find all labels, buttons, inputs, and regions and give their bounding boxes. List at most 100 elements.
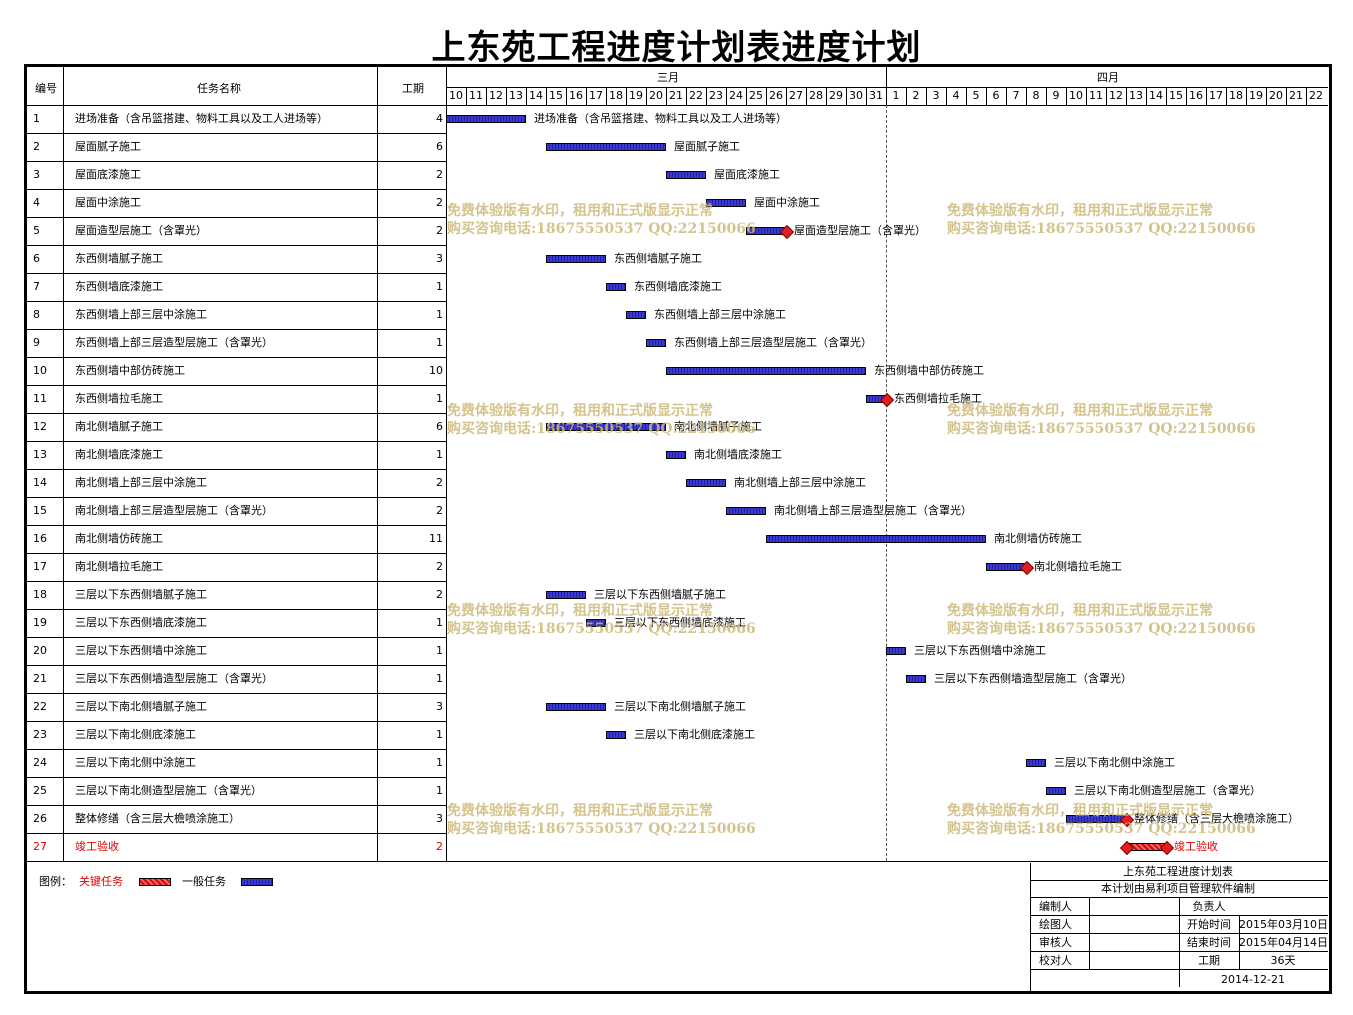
row-line: [27, 497, 446, 498]
day-divider: [486, 87, 487, 105]
day-label: 12: [1109, 89, 1123, 102]
day-label: 26: [769, 89, 783, 102]
task-bar-label: 南北侧墙拉毛施工: [1034, 560, 1122, 573]
row-line: [27, 609, 446, 610]
day-divider: [626, 87, 627, 105]
task-bar[interactable]: [666, 367, 866, 375]
task-bar[interactable]: [726, 507, 766, 515]
task-name: 南北侧墙腻子施工: [75, 420, 163, 433]
legend-critical-swatch: [139, 878, 171, 886]
task-bar-label: 屋面腻子施工: [674, 140, 740, 153]
row-line: [27, 189, 446, 190]
watermark-line: 购买咨询电话:18675550537 QQ:22150066: [947, 621, 1256, 637]
day-label: 15: [549, 89, 563, 102]
task-bar[interactable]: [766, 535, 986, 543]
day-divider: [1306, 87, 1307, 105]
row-line: [27, 273, 446, 274]
day-divider: [1246, 87, 1247, 105]
task-bar[interactable]: [886, 647, 906, 655]
task-bar[interactable]: [606, 283, 626, 291]
day-label: 11: [469, 89, 483, 102]
day-divider: [686, 87, 687, 105]
row-line: [27, 777, 446, 778]
info-date: 2014-12-21: [1221, 973, 1285, 986]
month-april: 四月: [1097, 71, 1119, 84]
row-line: [27, 693, 446, 694]
task-bar-label: 东西侧墙底漆施工: [634, 280, 722, 293]
day-label: 13: [509, 89, 523, 102]
day-divider: [586, 87, 587, 105]
watermark-line: 购买咨询电话:18675550537 QQ:22150066: [447, 621, 756, 637]
day-divider: [746, 87, 747, 105]
task-duration: 1: [436, 728, 443, 741]
table-bottom-line: [27, 861, 1328, 862]
task-duration: 1: [436, 756, 443, 769]
task-id: 16: [33, 532, 47, 545]
task-bar[interactable]: [686, 479, 726, 487]
row-line: [27, 553, 446, 554]
task-duration: 2: [436, 196, 443, 209]
task-bar[interactable]: [1046, 787, 1066, 795]
task-id: 7: [33, 280, 40, 293]
task-duration: 1: [436, 672, 443, 685]
task-id: 11: [33, 392, 47, 405]
watermark-line: 免费体验版有水印，租用和正式版显示正常: [947, 403, 1213, 419]
info-owner-label: 负责人: [1192, 900, 1226, 913]
task-bar[interactable]: [906, 675, 926, 683]
task-id: 14: [33, 476, 47, 489]
task-duration: 3: [436, 700, 443, 713]
task-bar[interactable]: [546, 255, 606, 263]
day-label: 29: [829, 89, 843, 102]
col-divider: [63, 67, 64, 861]
day-label: 14: [529, 89, 543, 102]
task-bar[interactable]: [706, 199, 746, 207]
task-bar[interactable]: [606, 731, 626, 739]
task-name: 东西侧墙上部三层中涂施工: [75, 308, 207, 321]
day-label: 3: [932, 89, 940, 102]
task-bar-label: 南北侧墙底漆施工: [694, 448, 782, 461]
task-bar[interactable]: [646, 339, 666, 347]
day-divider: [1206, 87, 1207, 105]
task-bar-label: 三层以下东西侧墙底漆施工: [614, 616, 746, 629]
day-label: 30: [849, 89, 863, 102]
watermark-line: 购买咨询电话:18675550537 QQ:22150066: [947, 821, 1256, 837]
row-line: [27, 245, 446, 246]
task-bar[interactable]: [666, 451, 686, 459]
day-label: 28: [809, 89, 823, 102]
day-label: 5: [972, 89, 980, 102]
task-bar-label: 东西侧墙上部三层造型层施工（含罩光）: [674, 336, 872, 349]
task-bar[interactable]: [1026, 759, 1046, 767]
task-bar[interactable]: [546, 591, 586, 599]
day-divider: [926, 87, 927, 105]
info-start-value: 2015年03月10日: [1239, 918, 1328, 931]
task-name: 三层以下东西侧墙造型层施工（含罩光）: [75, 672, 273, 685]
day-divider: [826, 87, 827, 105]
task-id: 5: [33, 224, 40, 237]
task-id: 25: [33, 784, 47, 797]
row-line: [27, 329, 446, 330]
task-duration: 2: [436, 588, 443, 601]
task-bar[interactable]: [626, 311, 646, 319]
task-id: 6: [33, 252, 40, 265]
day-divider: [1226, 87, 1227, 105]
watermark-text: 免费体验版有水印，租用和正式版显示正常购买咨询电话:18675550537 QQ…: [947, 402, 1256, 438]
month-march: 三月: [657, 71, 679, 84]
task-duration: 3: [436, 252, 443, 265]
task-bar[interactable]: [446, 115, 526, 123]
task-name: 东西侧墙拉毛施工: [75, 392, 163, 405]
day-divider: [886, 87, 887, 105]
legend-normal-label: 一般任务: [182, 875, 226, 888]
row-line: [27, 301, 446, 302]
task-bar[interactable]: [546, 143, 666, 151]
task-bar[interactable]: [546, 423, 666, 431]
task-duration: 2: [436, 840, 443, 853]
task-name: 三层以下东西侧墙底漆施工: [75, 616, 207, 629]
task-name: 三层以下南北侧中涂施工: [75, 756, 196, 769]
task-bar[interactable]: [546, 703, 606, 711]
task-name: 竣工验收: [75, 840, 119, 853]
task-duration: 11: [429, 532, 443, 545]
task-id: 15: [33, 504, 47, 517]
task-duration: 2: [436, 476, 443, 489]
task-bar[interactable]: [666, 171, 706, 179]
task-bar[interactable]: [586, 619, 606, 627]
